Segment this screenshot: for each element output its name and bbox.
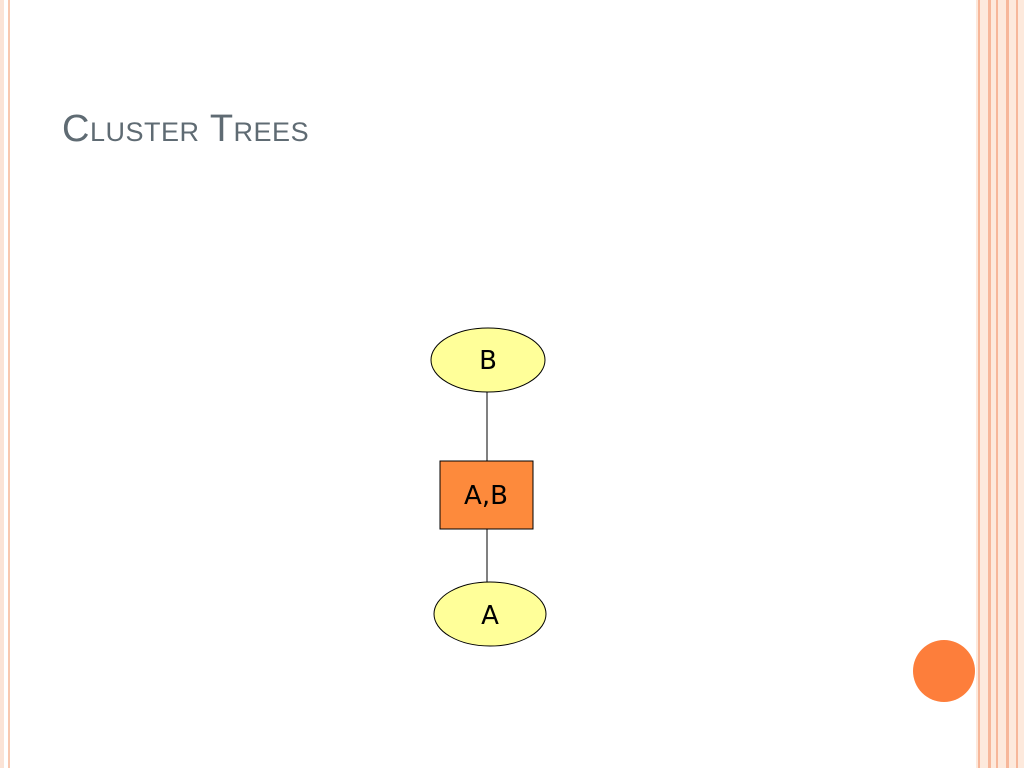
node-b-label: B <box>479 346 497 376</box>
node-a: A <box>433 581 547 647</box>
node-a-ellipse <box>433 581 547 647</box>
node-ab-label: A,B <box>464 481 508 511</box>
node-b-ellipse <box>430 327 546 393</box>
right-decor-line <box>1016 0 1018 768</box>
node-ab: A,B <box>439 460 534 530</box>
node-b: B <box>430 327 546 393</box>
right-decor-line <box>978 0 980 768</box>
right-decor-line <box>988 0 991 768</box>
slide-title: Cluster Trees <box>62 108 310 150</box>
right-decor-line <box>996 0 998 768</box>
left-decor-line <box>8 0 10 768</box>
node-a-label: A <box>481 601 499 631</box>
right-decor-line <box>1006 0 1009 768</box>
accent-circle <box>913 640 975 702</box>
left-decor-stripe <box>0 0 4 768</box>
node-ab-box <box>439 460 534 530</box>
